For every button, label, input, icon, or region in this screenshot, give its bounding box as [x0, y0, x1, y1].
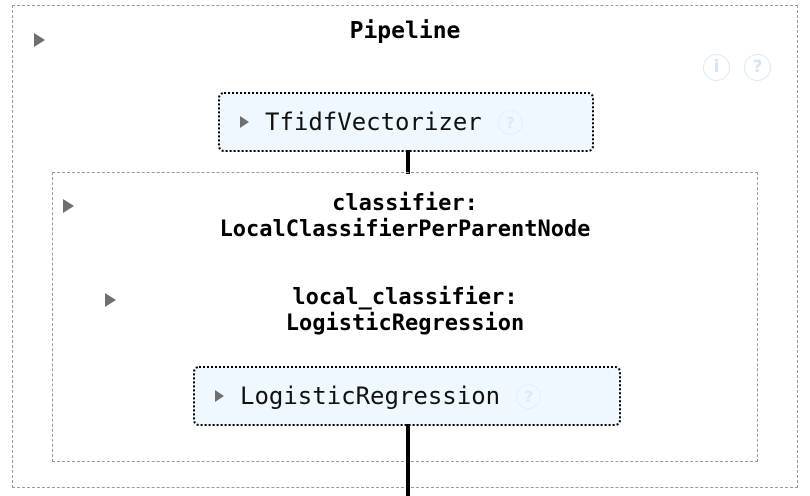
page-title: Pipeline: [349, 18, 461, 44]
pipeline-container[interactable]: Pipeline i ?: [12, 5, 798, 488]
classifier-container[interactable]: [52, 172, 758, 462]
classifier-title-line2: LocalClassifierPerParentNode: [219, 217, 591, 242]
logisticregression-help-icon[interactable]: ?: [516, 383, 542, 409]
tfidfvectorizer-toggle-triangle-icon[interactable]: [240, 116, 249, 128]
help-icon[interactable]: ?: [744, 54, 771, 81]
header-icon-group: i ?: [703, 54, 771, 81]
classifier-title: classifier: LocalClassifierPerParentNode: [0, 191, 810, 243]
local-classifier-title-line2: LogisticRegression: [285, 311, 525, 336]
connector-line-logisticregression-output: [406, 424, 410, 496]
info-icon[interactable]: i: [703, 54, 730, 81]
tfidfvectorizer-help-icon[interactable]: ?: [497, 109, 523, 135]
local-classifier-title: local_classifier: LogisticRegression: [0, 285, 810, 337]
classifier-toggle-triangle-icon[interactable]: [63, 199, 74, 213]
tfidfvectorizer-label: TfidfVectorizer: [265, 108, 482, 136]
logisticregression-toggle-triangle-icon[interactable]: [215, 390, 224, 402]
estimator-box-logisticregression[interactable]: LogisticRegression ?: [193, 366, 621, 426]
estimator-box-tfidfvectorizer[interactable]: TfidfVectorizer ?: [218, 92, 594, 152]
classifier-title-line1: classifier:: [332, 191, 478, 216]
connector-line-tfidf-to-classifier: [406, 150, 410, 174]
pipeline-toggle-triangle-icon[interactable]: [34, 33, 45, 47]
local-classifier-title-line1: local_classifier:: [292, 285, 518, 310]
local-classifier-toggle-triangle-icon[interactable]: [105, 293, 116, 307]
logisticregression-label: LogisticRegression: [240, 382, 501, 410]
